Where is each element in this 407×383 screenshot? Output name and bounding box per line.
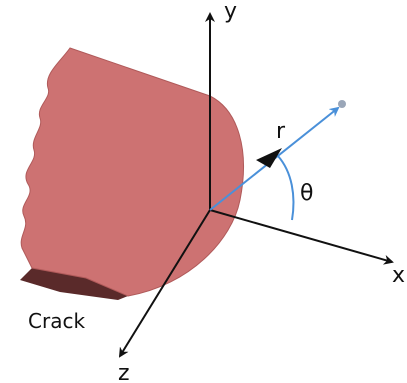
theta-arc <box>277 155 295 221</box>
theta-label: θ <box>300 181 313 206</box>
y-axis-label: y <box>224 0 237 24</box>
r-label: r <box>276 119 286 144</box>
radius-endpoint <box>338 100 346 108</box>
crack-face <box>20 47 244 297</box>
crack-label: Crack <box>28 309 85 333</box>
crack-shadow <box>20 268 128 300</box>
x-axis-label: x <box>392 263 405 288</box>
x-axis <box>209 209 394 265</box>
z-axis <box>118 209 211 358</box>
radius-arrow-mark <box>256 148 282 168</box>
z-axis-label: z <box>118 361 130 383</box>
